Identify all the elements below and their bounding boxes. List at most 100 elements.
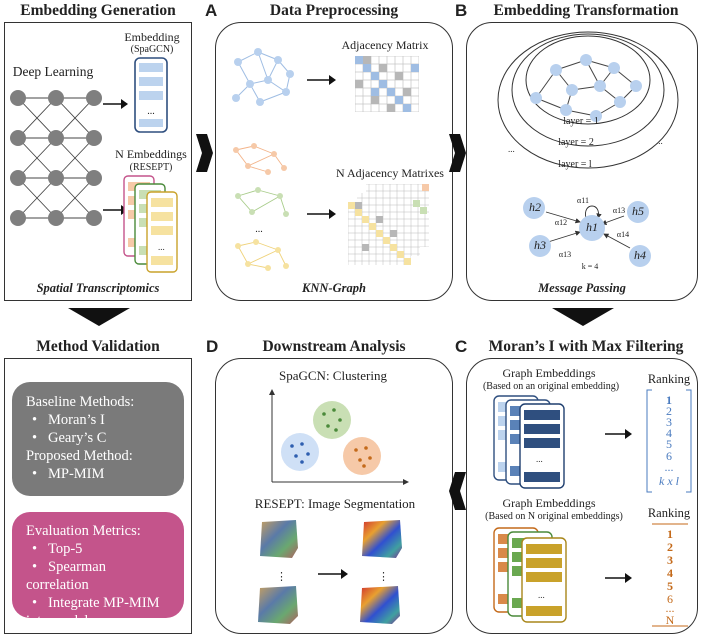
eval-item-top5: Top-5 xyxy=(26,540,170,558)
panel-embedding-transformation xyxy=(466,22,698,301)
svg-text:...: ... xyxy=(508,144,515,154)
spatial-transcriptomics-caption: Spatial Transcriptomics xyxy=(36,281,160,295)
n-embedding-vectors: ... xyxy=(123,175,178,273)
graph-embeddings-1-sub: (Based on an original embedding) xyxy=(482,381,620,392)
ranking-1-label: Ranking xyxy=(647,372,691,386)
ranking-2-item: ... xyxy=(665,601,675,615)
h3-label: h3 xyxy=(534,238,546,252)
ranking-1-bracket xyxy=(646,389,692,493)
label-d: D xyxy=(206,337,219,356)
embedding-label: Embedding xyxy=(124,30,180,44)
graph-embeddings-multi: ... xyxy=(493,527,567,623)
n-adjacency-matrices xyxy=(348,184,429,265)
panel-embedding-generation xyxy=(4,22,192,301)
segmentation-label: RESEPT: Image Segmentation xyxy=(254,496,416,511)
h5-label: h5 xyxy=(632,204,644,218)
arrow-down-2 xyxy=(552,308,614,326)
knn-graph-blue xyxy=(232,48,294,106)
deep-learning-label: Deep Learning xyxy=(12,64,94,79)
eval-item-spearman: Spearman correlation xyxy=(26,558,170,594)
ranking-1-item: 1 xyxy=(666,393,672,407)
ranking-2-label: Ranking xyxy=(647,506,691,520)
knn-graph-caption: KNN-Graph xyxy=(302,281,366,295)
neural-network-diagram xyxy=(10,90,102,226)
ranking-2-item: 4 xyxy=(667,566,673,580)
alpha-11-label: α11 xyxy=(577,196,589,205)
embedding-dots: ... xyxy=(147,106,155,117)
alpha-13-bottom-label: α13 xyxy=(558,250,572,259)
alpha-13-top-label: α13 xyxy=(612,206,626,215)
knn-graph-green xyxy=(235,187,289,217)
ranking-1-item: k x l xyxy=(659,474,679,488)
label-a: A xyxy=(205,1,218,20)
ranking-2-item: 6 xyxy=(667,592,673,606)
graph-embeddings-blue: ... xyxy=(493,395,565,489)
embedding-vector xyxy=(134,57,168,133)
ranking-2-bracket xyxy=(652,523,688,627)
ranking-2-item: 5 xyxy=(667,579,673,593)
ranking-1-item: 2 xyxy=(666,404,672,418)
message-passing-diagram xyxy=(523,197,651,267)
arrow-to-embedding xyxy=(103,99,128,109)
ranking-1-item: 3 xyxy=(666,415,672,429)
arrow-down-1 xyxy=(68,308,130,326)
h2-label: h2 xyxy=(529,200,541,214)
h1-label: h1 xyxy=(586,220,598,234)
arrow-left-1 xyxy=(449,472,466,510)
svg-text:...: ... xyxy=(158,242,165,252)
label-c: C xyxy=(455,337,468,356)
adjacency-matrix xyxy=(355,56,419,112)
arrow-to-ranking-2 xyxy=(605,573,632,583)
arrow-to-n-adjacency xyxy=(307,209,336,219)
message-passing-caption: Message Passing xyxy=(538,281,626,295)
segmentation-images: ⋮ ⋮ xyxy=(258,520,402,624)
title-embedding-transformation: Embedding Transformation xyxy=(493,2,679,19)
baseline-item-morans: Moran’s I xyxy=(26,411,170,429)
h4-label: h4 xyxy=(634,248,646,262)
graph-embeddings-1-label: Graph Embeddings xyxy=(502,366,596,380)
eval-item-integrate: Integrate MP-MIM into models xyxy=(26,594,170,630)
arrow-right-2 xyxy=(449,134,466,172)
panel-method-validation xyxy=(4,358,192,634)
baseline-heading: Baseline Methods: xyxy=(26,394,135,410)
label-b: B xyxy=(455,1,468,20)
eval-heading: Evaluation Metrics: xyxy=(26,523,141,539)
svg-text:⋮: ⋮ xyxy=(276,571,287,583)
n-embeddings-label: N Embeddings xyxy=(115,147,187,161)
graph-embeddings-2-label: Graph Embeddings xyxy=(502,496,596,510)
layer-2-label: layer = 2 xyxy=(558,137,594,148)
evaluation-metrics-box: Evaluation Metrics: Top-5 Spearman corre… xyxy=(12,512,184,629)
alpha-14-label: α14 xyxy=(616,230,630,239)
ranking-2-item: N xyxy=(665,613,675,627)
arrow-right-1 xyxy=(196,134,213,172)
alpha-12-label: α12 xyxy=(554,218,568,227)
ranking-2-item: 3 xyxy=(667,553,673,567)
svg-text:...: ... xyxy=(536,454,543,464)
svg-text:⋮: ⋮ xyxy=(378,571,389,583)
baseline-item-gearys: Geary’s C xyxy=(26,429,170,447)
ranking-1-item: 6 xyxy=(666,449,672,463)
ranking-1-item: 4 xyxy=(666,426,672,440)
knn-graph-orange xyxy=(233,143,287,175)
svg-text:...: ... xyxy=(656,136,663,146)
k-label: k = 4 xyxy=(581,262,599,271)
title-data-preprocessing: Data Preprocessing xyxy=(269,2,399,19)
clustering-label: SpaGCN: Clustering xyxy=(279,368,387,383)
layer-l-label: layer = l xyxy=(558,159,592,170)
arrow-to-ranking-1 xyxy=(605,429,632,439)
title-embedding-generation: Embedding Generation xyxy=(20,2,176,19)
title-downstream-analysis: Downstream Analysis xyxy=(262,338,406,355)
arrow-to-adjacency xyxy=(307,75,336,85)
title-morans-max-filtering: Moran’s I with Max Filtering xyxy=(488,338,684,355)
clustering-plot xyxy=(269,389,409,485)
svg-text:...: ... xyxy=(538,590,545,600)
spagcn-label: (SpaGCN) xyxy=(130,44,174,55)
baseline-methods-box: Baseline Methods: Moran’s I Geary’s C Pr… xyxy=(12,382,184,496)
resept-label: (RESEPT) xyxy=(129,162,173,173)
ranking-1-item: ... xyxy=(664,460,674,474)
ranking-2-item: 2 xyxy=(667,540,673,554)
panel-morans-max xyxy=(466,358,698,634)
proposed-item-mpmim: MP-MIM xyxy=(26,465,170,483)
graphs-dots: ... xyxy=(255,224,263,235)
graph-embeddings-2-sub: (Based on N original embeddings) xyxy=(485,511,623,522)
